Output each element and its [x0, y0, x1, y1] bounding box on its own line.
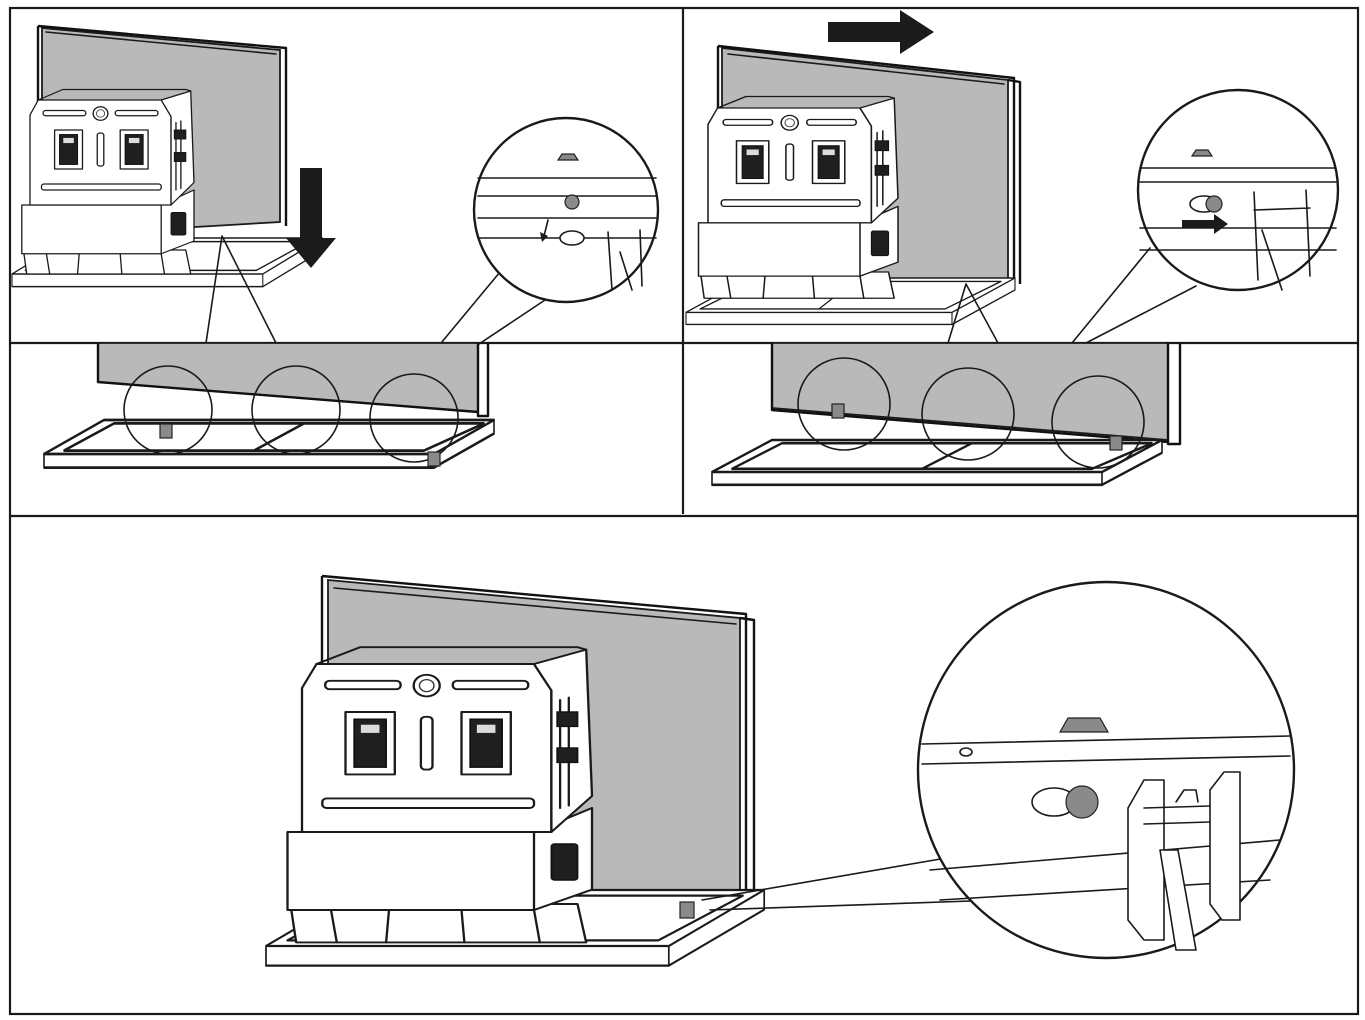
panel-step-1: [11, 24, 660, 379]
inverter-unit: [21, 88, 195, 275]
inverter-unit: [286, 646, 594, 944]
magnifier-circle-icon: [1071, 88, 1340, 344]
panel-step-3: [264, 574, 1296, 967]
detail-pointer: [205, 235, 277, 344]
panel-step-2: [685, 10, 1340, 344]
down-arrow-icon: [286, 168, 336, 268]
panel-step-2-detail: [711, 342, 1182, 487]
inverter-unit: [697, 95, 899, 299]
panel-step-1-detail: [43, 342, 495, 469]
magnifier-circle-icon: [411, 116, 660, 379]
magnifier-circle-icon: [701, 580, 1296, 960]
right-arrow-icon: [828, 10, 934, 54]
detail-pointer: [947, 283, 999, 344]
